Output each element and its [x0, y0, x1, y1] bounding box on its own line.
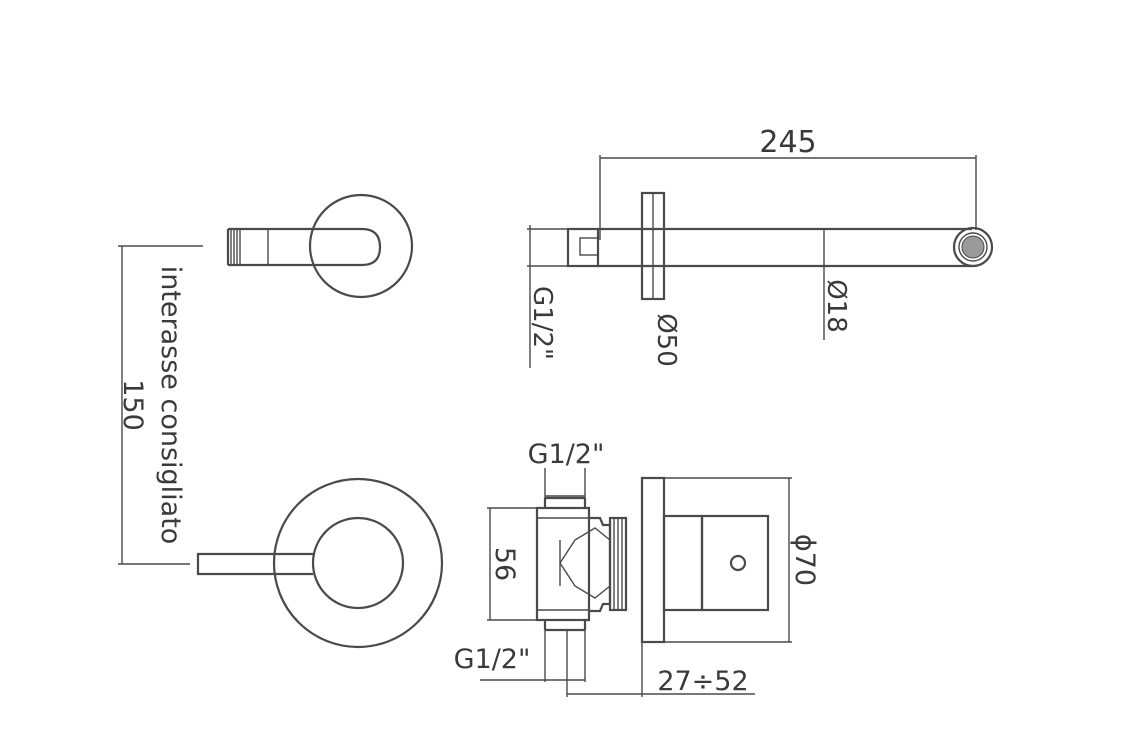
mixer-side-view — [480, 468, 792, 697]
spout-diameter-label: Ø18 — [821, 279, 851, 333]
mixer-handle-hub — [311, 516, 405, 610]
mixer-plate-diameter-label: ϕ70 — [789, 534, 820, 586]
centre-distance-label: interasse consigliato — [155, 266, 186, 545]
mixer-handle — [700, 514, 770, 612]
spout-thread-label: G1/2" — [527, 286, 557, 360]
body-inlet-top-label: G1/2" — [528, 439, 605, 470]
body-inlet-bottom-label: G1/2" — [454, 644, 531, 675]
spout-outlet — [952, 226, 994, 268]
aerator-hatch — [230, 229, 241, 265]
handle-screw — [729, 554, 747, 572]
spout-plate-diameter-label: Ø50 — [651, 313, 681, 367]
valve-body — [535, 506, 591, 622]
mixer-lever — [196, 552, 313, 576]
mixer-wall-plate — [272, 477, 444, 649]
spout-thread-connector — [566, 227, 600, 268]
mixer-front-view — [196, 477, 444, 649]
spout-side-view — [527, 155, 994, 368]
spout-front-view — [226, 193, 414, 299]
spout-length-label: 245 — [759, 125, 816, 160]
mixer-handle-base — [662, 514, 704, 612]
centre-distance-dimension — [118, 245, 203, 565]
centre-distance-value: 150 — [117, 379, 148, 431]
body-height-label: 56 — [489, 547, 520, 581]
spout-body — [228, 227, 382, 267]
installation-depth-label: 27÷52 — [657, 666, 748, 697]
mixer-plate-side — [640, 476, 666, 644]
spout-wall-plate — [308, 193, 414, 299]
